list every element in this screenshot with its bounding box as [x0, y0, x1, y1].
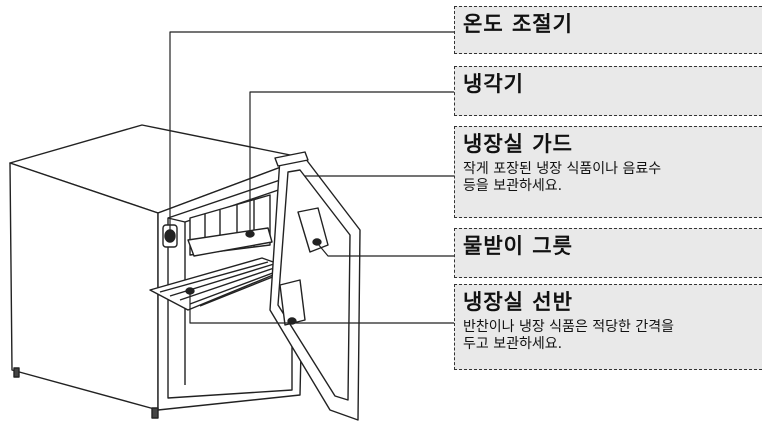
- door-inner: [277, 169, 351, 401]
- leader-lines: [169, 31, 454, 324]
- label-title: 온도 조절기: [463, 12, 573, 36]
- leader-drip-tray: [317, 243, 454, 257]
- label-drip-tray: 물받이 그릇: [454, 228, 762, 278]
- label-title: 물받이 그릇: [463, 234, 573, 258]
- label-cooler: 냉각기: [454, 66, 762, 116]
- label-title: 냉장실 선반: [463, 290, 573, 314]
- foot-front: [151, 407, 159, 419]
- leader-cooler: [249, 91, 454, 232]
- label-title: 냉각기: [463, 72, 524, 96]
- foot-side: [13, 367, 20, 378]
- label-shelf: 냉장실 선반 반찬이나 냉장 식품은 적당한 간격을 두고 보관하세요.: [454, 284, 762, 370]
- label-temperature-control: 온도 조절기: [454, 6, 762, 54]
- leader-temperature: [169, 31, 454, 232]
- label-description: 작게 포장된 냉장 식품이나 음료수 등을 보관하세요.: [463, 161, 662, 194]
- label-title: 냉장실 가드: [463, 132, 573, 156]
- door-guard-lower: [279, 279, 306, 326]
- label-door-guard: 냉장실 가드 작게 포장된 냉장 식품이나 음료수 등을 보관하세요.: [454, 126, 762, 218]
- label-description: 반찬이나 냉장 식품은 적당한 간격을 두고 보관하세요.: [463, 319, 674, 352]
